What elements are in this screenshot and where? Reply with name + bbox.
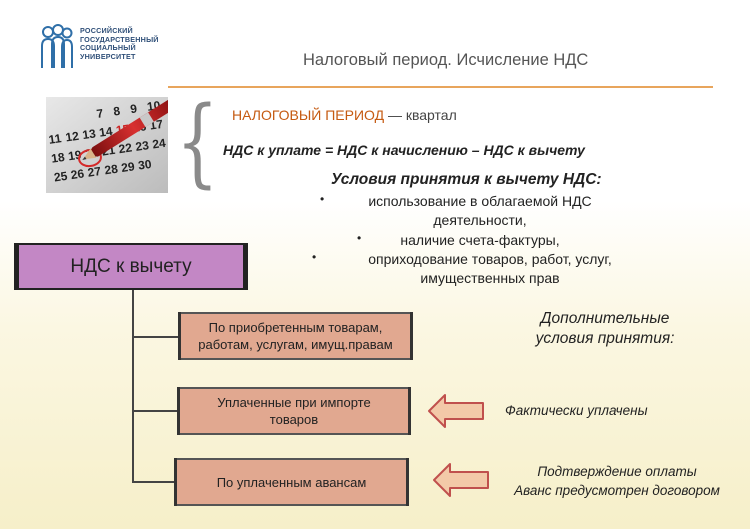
calendar-day: 14 xyxy=(98,124,113,140)
bullet-icon: • xyxy=(320,192,325,206)
left-arrow-icon xyxy=(433,463,489,497)
deduction-conditions-title: Условия принятия к вычету НДС: xyxy=(331,171,602,188)
vat-deduction-box: НДС к вычету xyxy=(14,243,248,290)
calendar-day: 11 xyxy=(48,131,63,147)
connector-purchased xyxy=(132,336,178,338)
calendar-day: 28 xyxy=(104,162,119,178)
tax-period-value: — квартал xyxy=(384,107,457,123)
tax-period-label: НАЛОГОВЫЙ ПЕРИОД xyxy=(232,107,385,123)
advance-payments-box: По уплаченным авансам xyxy=(174,458,409,506)
university-logo-icon xyxy=(41,24,73,68)
calendar-day: 12 xyxy=(65,129,80,145)
calendar-day: 24 xyxy=(151,136,166,152)
slide-title: Налоговый период. Исчисление НДС xyxy=(303,51,589,69)
import-note: Фактически уплачены xyxy=(505,403,648,418)
calendar-day: 26 xyxy=(70,166,85,182)
vat-formula: НДС к уплате = НДС к начислению – НДС к … xyxy=(223,142,585,158)
calendar-day: 9 xyxy=(129,101,138,116)
calendar-day: 18 xyxy=(50,150,65,166)
university-name: РОССИЙСКИЙ ГОСУДАРСТВЕННЫЙ СОЦИАЛЬНЫЙ УН… xyxy=(80,26,159,61)
calendar-day: 25 xyxy=(53,169,68,185)
advance-payments-label: По уплаченным авансам xyxy=(216,474,367,490)
bullet-icon: • xyxy=(312,250,317,264)
university-logo: РОССИЙСКИЙ ГОСУДАРСТВЕННЫЙ СОЦИАЛЬНЫЙ УН… xyxy=(40,24,170,72)
bullet-icon: • xyxy=(357,231,362,245)
purchased-goods-box: По приобретенным товарам,работам, услуга… xyxy=(178,312,413,360)
calendar-day: 29 xyxy=(120,159,135,175)
calendar-day: 23 xyxy=(135,138,150,154)
connector-advance xyxy=(132,481,174,483)
calendar-day: 22 xyxy=(118,140,133,156)
purchased-goods-label: По приобретенным товарам,работам, услуга… xyxy=(198,320,393,352)
calendar-day: 13 xyxy=(81,126,96,142)
calendar-with-pen-image: 7891011121314151617181920212223242526272… xyxy=(46,97,168,193)
left-arrow-icon xyxy=(428,394,484,428)
title-divider xyxy=(168,86,713,88)
vat-deduction-label: НДС к вычету xyxy=(70,255,192,277)
calendar-day: 27 xyxy=(87,164,102,180)
calendar-day: 30 xyxy=(137,157,152,173)
curly-brace: { xyxy=(176,86,219,198)
connector-import xyxy=(132,410,177,412)
tax-period: НАЛОГОВЫЙ ПЕРИОД — квартал xyxy=(232,107,457,123)
calendar-day: 8 xyxy=(112,104,121,119)
calendar-day: 7 xyxy=(96,106,105,121)
connector-vertical xyxy=(132,290,134,482)
